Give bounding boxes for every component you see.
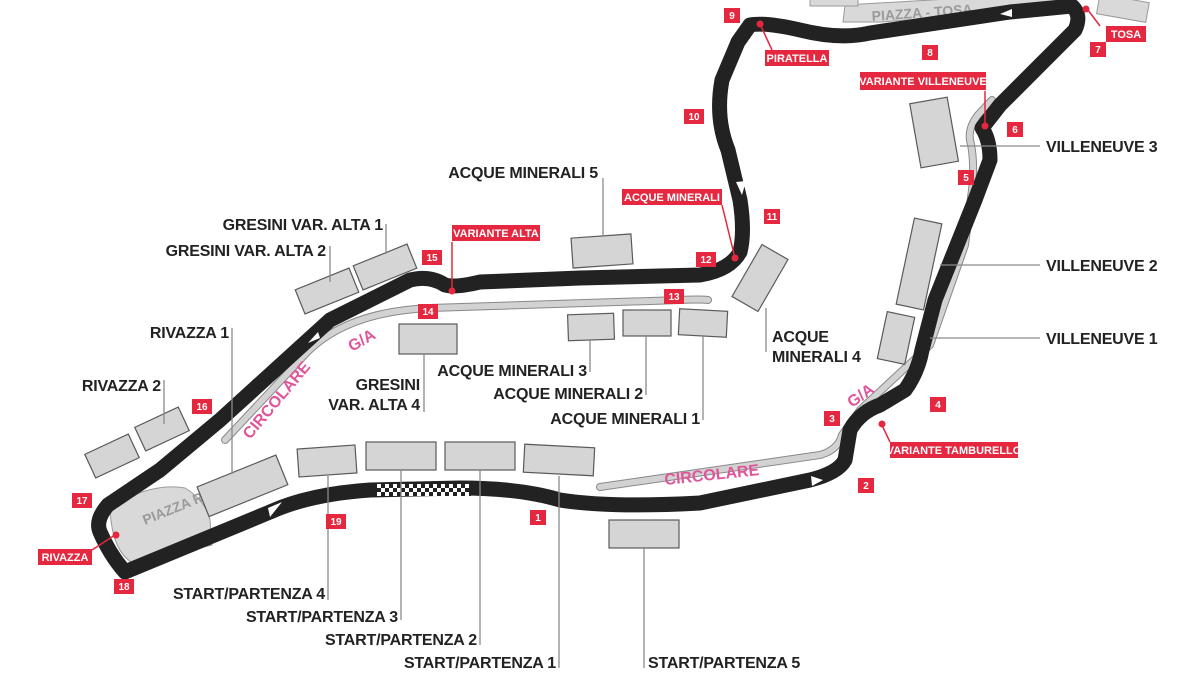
label-start-partenza-2: START/PARTENZA 2 [325, 632, 477, 649]
service-label-circolare-bottom: CIRCOLARE [664, 462, 761, 489]
turn-2: 2 [863, 481, 869, 492]
turn-9: 9 [729, 11, 735, 22]
stand-villeneuve-1[interactable] [876, 310, 916, 366]
turn-19: 19 [330, 517, 342, 528]
stand-start-partenza-3[interactable] [365, 441, 437, 471]
stand-acque-minerali-2[interactable] [622, 309, 672, 337]
turn-4: 4 [935, 400, 941, 411]
callout-variante-villeneuve: VARIANTE VILLENEUVE [859, 76, 987, 88]
stand-acque-minerali-1[interactable] [677, 308, 729, 338]
race-track [91, 0, 1086, 580]
turn-numbers: 1 2 3 4 5 6 7 8 9 10 11 12 13 14 15 16 1… [72, 8, 1106, 594]
label-rivazza-1: RIVAZZA 1 [150, 325, 229, 342]
stand-gresini-var-alta-2[interactable] [294, 267, 360, 315]
callout-rivazza: RIVAZZA [42, 552, 89, 564]
service-label-ga-left: G/A [346, 326, 380, 355]
turn-17: 17 [76, 496, 88, 507]
stand-gresini-var-alta-1[interactable] [352, 243, 418, 291]
stand-acque-minerali-3[interactable] [566, 312, 616, 342]
turn-1: 1 [535, 513, 541, 524]
label-villeneuve-2: VILLENEUVE 2 [1046, 258, 1158, 275]
leader-lines [163, 145, 1040, 668]
start-finish-line [377, 484, 471, 496]
label-acque-minerali-4-line2: MINERALI 4 [772, 349, 861, 366]
label-villeneuve-3: VILLENEUVE 3 [1046, 139, 1158, 156]
label-rivazza-2: RIVAZZA 2 [82, 378, 161, 395]
corner-callouts: VARIANTE VILLENEUVE TOSA PIRATELLA ACQUE… [38, 5, 1146, 565]
stand-start-partenza-2[interactable] [444, 441, 516, 471]
grandstand-labels: VILLENEUVE 3 VILLENEUVE 2 VILLENEUVE 1 A… [82, 139, 1158, 672]
stand-villeneuve-2[interactable] [895, 217, 943, 311]
stand-villeneuve-3[interactable] [909, 96, 960, 169]
label-acque-minerali-5: ACQUE MINERALI 5 [448, 165, 598, 182]
turn-16: 16 [196, 402, 208, 413]
stand-gresini-var-alta-4[interactable] [398, 323, 458, 355]
stand-start-partenza-5[interactable] [608, 519, 680, 549]
label-start-partenza-5: START/PARTENZA 5 [648, 655, 800, 672]
callout-acque-minerali: ACQUE MINERALI [624, 192, 720, 204]
label-acque-minerali-2: ACQUE MINERALI 2 [493, 386, 643, 403]
label-gresini-var-alta-4-line2: VAR. ALTA 4 [328, 397, 420, 414]
label-start-partenza-1: START/PARTENZA 1 [404, 655, 556, 672]
callout-variante-alta: VARIANTE ALTA [453, 228, 539, 240]
callout-tosa: TOSA [1111, 29, 1141, 41]
stand-start-partenza-4[interactable] [296, 444, 358, 478]
label-acque-minerali-4-line1: ACQUE [772, 329, 829, 346]
grandstand-blocks [83, 96, 960, 549]
turn-18: 18 [118, 582, 130, 593]
turn-11: 11 [767, 212, 778, 223]
turn-8: 8 [927, 48, 933, 59]
turn-7: 7 [1095, 45, 1101, 56]
label-gresini-var-alta-1: GRESINI VAR. ALTA 1 [223, 217, 384, 234]
turn-12: 12 [700, 255, 712, 266]
callout-piratella: PIRATELLA [767, 53, 828, 65]
stand-acque-minerali-4[interactable] [731, 243, 789, 313]
label-villeneuve-1: VILLENEUVE 1 [1046, 331, 1158, 348]
turn-10: 10 [688, 112, 700, 123]
label-start-partenza-3: START/PARTENZA 3 [246, 609, 398, 626]
stand-rivazza-2b[interactable] [133, 406, 191, 452]
stand-rivazza-2[interactable] [83, 433, 141, 479]
stand-acque-minerali-5[interactable] [570, 233, 634, 269]
label-start-partenza-4: START/PARTENZA 4 [173, 586, 325, 603]
label-gresini-var-alta-4-line1: GRESINI [356, 377, 420, 394]
turn-14: 14 [422, 307, 434, 318]
turn-13: 13 [668, 292, 680, 303]
label-gresini-var-alta-2: GRESINI VAR. ALTA 2 [166, 243, 327, 260]
turn-6: 6 [1012, 125, 1018, 136]
stand-start-partenza-1[interactable] [522, 443, 596, 477]
label-acque-minerali-1: ACQUE MINERALI 1 [550, 411, 700, 428]
stand-rivazza-1[interactable] [196, 454, 289, 518]
label-acque-minerali-3: ACQUE MINERALI 3 [437, 363, 587, 380]
callout-variante-tamburello: VARIANTE TAMBURELLO [887, 445, 1022, 457]
turn-15: 15 [426, 253, 438, 264]
turn-3: 3 [829, 414, 835, 425]
turn-5: 5 [963, 173, 969, 184]
